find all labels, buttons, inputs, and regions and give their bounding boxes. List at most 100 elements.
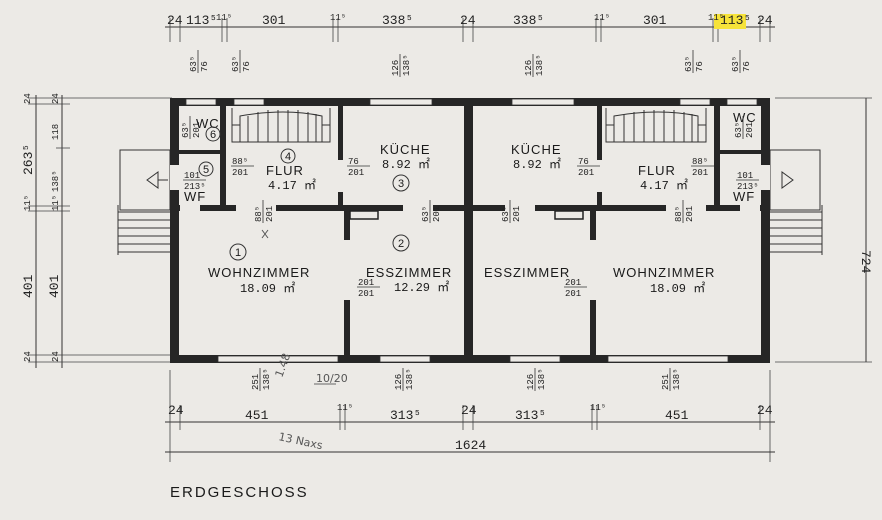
room-flur-right-area: 4.17 ㎡ (640, 178, 688, 193)
room-wohn-right-name: WOHNZIMMER (613, 265, 715, 280)
pencil-notes: 1.48 10/20 13 Naxs (261, 229, 348, 452)
dim-top-3: 301 (262, 13, 286, 28)
dim-left-4: 24 (23, 351, 33, 362)
dim-top-5: 338⁵ (382, 13, 413, 28)
room-labels: WC 6 5 WF 4 FLUR 4.17 ㎡ KÜCHE 8.92 ㎡ 3 1… (184, 110, 756, 296)
entry-steps-left (117, 149, 171, 255)
opening-width: 126 (524, 60, 534, 76)
dim-bottom-1: 451 (245, 408, 269, 423)
dim-left-inner-3: 11⁵ (51, 195, 61, 211)
opening-width: 126 (526, 374, 536, 390)
opening-height: 201 (232, 168, 248, 178)
dim-bottom-3: 313⁵ (390, 408, 421, 423)
opening-height: 138⁵ (262, 368, 272, 390)
opening-width: 63⁵ (731, 56, 741, 72)
dim-left-inner-1: 118 (51, 124, 61, 140)
wall-flur-kueche-l (338, 98, 343, 211)
opening-width: 88⁵ (674, 206, 684, 222)
dim-bottom-6: 11⁵ (590, 403, 606, 413)
opening-height: 201 (358, 289, 374, 299)
opening-width: 63⁵ (684, 56, 694, 72)
highlight-marker (714, 14, 746, 29)
left-dimension-chains: 24 263⁵ 11⁵ 401 24 24 118 138⁵ 11⁵ 401 2… (21, 93, 172, 368)
dim-total: 1624 (455, 438, 486, 453)
dim-right: 724 (858, 250, 873, 274)
dim-top-11: 113⁵ (720, 13, 751, 28)
walls (170, 98, 770, 363)
room-wohn-left-num: 1 (235, 247, 241, 259)
dim-top-2: 11⁵ (216, 13, 232, 23)
opening-width: 126 (394, 374, 404, 390)
wall-wc-r (714, 98, 720, 211)
opening-width: 251 (661, 374, 671, 390)
windows (170, 98, 770, 363)
plan-title: ERDGESCHOSS (170, 484, 309, 501)
room-flur-left-num: 4 (285, 151, 291, 163)
opening-width: 88⁵ (254, 206, 264, 222)
dim-bottom-2: 11⁵ (337, 403, 353, 413)
entry-steps-right (769, 149, 823, 255)
room-kueche-right-area: 8.92 ㎡ (513, 157, 561, 172)
stair-right (605, 108, 707, 143)
room-ess-left-area: 12.29 ㎡ (394, 280, 449, 295)
opening-height: 201 (348, 168, 364, 178)
dim-left-3: 401 (21, 274, 36, 298)
dim-top-1: 113⁵ (186, 13, 217, 28)
room-kueche-left-num: 3 (398, 178, 404, 190)
dim-left-2: 11⁵ (23, 195, 33, 211)
opening-height: 76 (200, 61, 210, 72)
dim-top-6: 24 (460, 13, 476, 28)
wall-west (170, 98, 179, 363)
opening-height: 201 (265, 206, 275, 222)
dim-top-0: 24 (167, 13, 183, 28)
opening-width: 126 (391, 60, 401, 76)
opening-height: 201 (685, 206, 695, 222)
right-dimension: 724 (775, 97, 873, 363)
dim-left-inner-4: 401 (47, 274, 62, 298)
opening-height: 201 (578, 168, 594, 178)
wall-wc-wf-l (170, 150, 226, 154)
room-wf-left-num: 5 (203, 164, 209, 176)
opening-width: 101 (184, 171, 200, 181)
top-dimension-chain: 24 113⁵ 11⁵ 301 11⁵ 338⁵ 24 338⁵ 11⁵ 301… (165, 13, 775, 42)
dim-left-inner-5: 24 (51, 351, 61, 362)
opening-width: 63⁵ (189, 56, 199, 72)
opening-width: 201 (565, 278, 581, 288)
dim-top-7: 338⁵ (513, 13, 544, 28)
opening-height: 138⁵ (535, 54, 545, 76)
opening-height: 201 (512, 206, 522, 222)
opening-height: 138⁵ (537, 368, 547, 390)
dim-bottom-5: 313⁵ (515, 408, 546, 423)
opening-width: 201 (358, 278, 374, 288)
pencil-note-3: 13 Naxs (277, 430, 324, 452)
opening-height: 138⁵ (402, 54, 412, 76)
dim-top-12: 24 (757, 13, 773, 28)
pencil-note-2: 10/20 (316, 372, 348, 385)
opening-width: 76 (348, 157, 359, 167)
wall-east (761, 98, 770, 363)
wall-flur-kueche-r (597, 98, 602, 211)
room-kueche-left-name: KÜCHE (380, 142, 431, 157)
dim-left-inner-0: 24 (51, 93, 61, 104)
room-wohn-left-name: WOHNZIMMER (208, 265, 310, 280)
dim-top-8: 11⁵ (594, 13, 610, 23)
